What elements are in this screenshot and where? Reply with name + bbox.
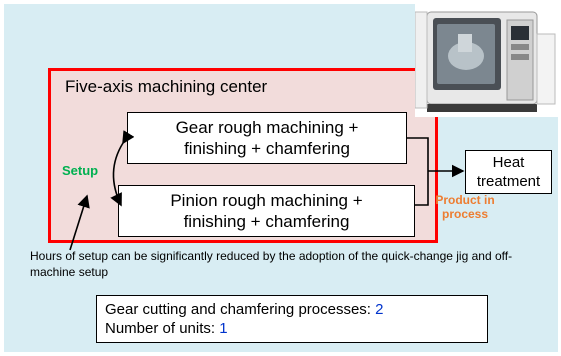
cnc-machine-icon [415,4,558,117]
processes-count-value: 2 [375,301,384,318]
pinion-flow-line [415,171,429,206]
summary-box: Gear cutting and chamfering processes: 2… [96,295,488,343]
setup-note: Hours of setup can be significantly redu… [30,249,513,279]
units-count-value: 1 [219,320,228,337]
heat-treatment-line2: treatment [476,173,541,190]
setup-label: Setup [62,163,99,178]
product-in-process-line1: Product in [435,193,495,207]
heat-treatment-line1: Heat [492,154,525,171]
pinion-process-line2: finishing + chamfering [183,212,350,231]
processes-count-label: Gear cutting and chamfering processes: [105,301,376,318]
gear-process-line2: finishing + chamfering [184,139,350,158]
heat-treatment-box: Heat treatment [465,150,552,194]
product-in-process-line2: process [441,207,489,221]
setup-swap-arrow [110,130,135,207]
note-pointer-arrow [69,194,90,251]
gear-process-line1: Gear rough machining + [175,118,359,137]
product-in-process-label: Product in process [433,193,497,221]
processes-count-row: Gear cutting and chamfering processes: 2 [105,300,479,319]
units-count-row: Number of units: 1 [105,319,479,338]
units-count-label: Number of units: [105,320,220,337]
machining-center-title: Five-axis machining center [65,77,268,96]
gear-flow-line [407,137,429,171]
gear-process-box: Gear rough machining + finishing + chamf… [127,112,407,164]
pinion-process-line1: Pinion rough machining + [170,191,363,210]
pinion-process-box: Pinion rough machining + finishing + cha… [118,185,415,237]
